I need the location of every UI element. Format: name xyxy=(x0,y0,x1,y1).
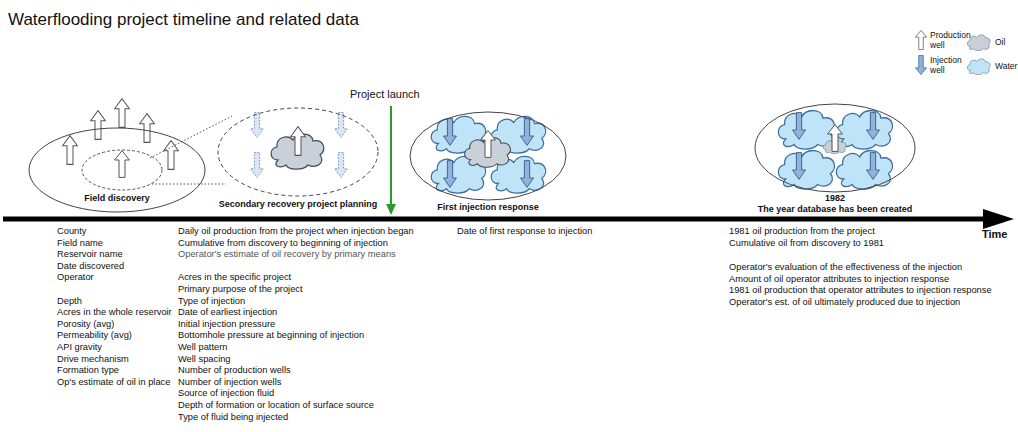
stage-caption: The year database has been created xyxy=(741,204,929,215)
legend-swatch xyxy=(966,57,992,75)
data-field-label: Number of production wells xyxy=(178,365,291,376)
data-field-label: Acres in the whole reservoir xyxy=(57,307,172,318)
database-year-wells xyxy=(778,111,892,190)
data-field-label: Op's estimate of oil in place xyxy=(57,377,170,388)
axis-label: Time xyxy=(982,228,1007,241)
legend-text: Injection well xyxy=(930,55,964,75)
ellipse-outline xyxy=(745,100,925,194)
diagram-title: Waterflooding project timeline and relat… xyxy=(8,10,359,30)
ellipse-shape xyxy=(410,112,566,200)
legend-production-well-sample xyxy=(915,30,926,49)
stage-caption: First injection response xyxy=(396,202,580,213)
data-field-label: Formation type xyxy=(57,365,119,376)
legend-cloud xyxy=(967,35,990,51)
stage-ellipse: First injection response xyxy=(396,110,580,216)
data-field-label: Primary purpose of the project xyxy=(178,284,303,295)
data-field-label: 1981 oil production from the project xyxy=(729,226,875,237)
data-field-label: Reservoir name xyxy=(57,249,123,260)
data-field-label: County xyxy=(57,226,86,237)
data-field-label: Depth xyxy=(57,296,82,307)
ellipse-outline xyxy=(400,110,576,202)
milestone-label: Project launch xyxy=(350,88,420,101)
data-field-label: Type of fluid being injected xyxy=(178,412,288,423)
data-field-label: Bottomhole pressure at beginning of inje… xyxy=(178,330,364,341)
data-field-label: Operator xyxy=(57,272,94,283)
launch-arrow xyxy=(386,106,396,215)
data-field-label: Amount of oil operator attributes to inj… xyxy=(729,274,949,285)
data-field-label: Date of first response to injection xyxy=(457,226,592,237)
data-field-label: Date discovered xyxy=(57,261,124,272)
legend-injection-well-sample xyxy=(915,55,926,74)
data-field-label: Type of injection xyxy=(178,296,245,307)
data-field-label: Source of injection fluid xyxy=(178,388,274,399)
planning-wells xyxy=(251,113,348,178)
field-discovery-wells xyxy=(63,99,232,190)
data-field-label: Operator's evaluation of the effectivene… xyxy=(729,262,962,273)
data-field-label: Field name xyxy=(57,238,103,249)
stage-caption: Field discovery xyxy=(13,193,221,204)
data-field-label: Operator's est. of oil ultimately produc… xyxy=(729,297,960,308)
data-field-label: Drive mechanism xyxy=(57,354,129,365)
data-field-label: Date of earliest injection xyxy=(178,307,277,318)
data-field-label: Initial injection pressure xyxy=(178,319,275,330)
data-field-label: Depth of formation or location of surfac… xyxy=(178,400,374,411)
legend-text: Oil xyxy=(995,37,1018,47)
data-field-label: Daily oil production from the project wh… xyxy=(178,226,414,237)
data-field-label: Well spacing xyxy=(178,354,231,365)
ellipse-outline xyxy=(198,104,398,198)
legend-text: Water xyxy=(995,61,1018,71)
data-field-label: Permeability (avg) xyxy=(57,330,132,341)
ellipse-shape xyxy=(755,104,915,192)
data-field-label: Acres in the specific project xyxy=(178,272,291,283)
legend-swatch xyxy=(966,33,992,51)
data-field-label: 1981 oil production that operator attrib… xyxy=(729,285,992,296)
data-field-label: Well pattern xyxy=(178,342,227,353)
ellipse-shape xyxy=(218,108,378,196)
data-field-label: Porosity (avg) xyxy=(57,319,114,330)
stage-ellipse: 1982The year database has been created xyxy=(741,100,929,216)
legend-cloud xyxy=(967,59,990,75)
stage-ellipse: Secondary recovery project planning xyxy=(194,104,402,212)
data-field-label: Cumulative oil from discovery to 1981 xyxy=(729,238,884,249)
stage-caption: Secondary recovery project planning xyxy=(194,199,402,210)
stage-ellipse: Field discovery xyxy=(13,126,221,216)
first-response-wells xyxy=(431,116,545,193)
data-field-label: API gravity xyxy=(57,342,102,353)
data-field-label: Operator's estimate of oil recovery by p… xyxy=(178,249,396,260)
stage-caption: 1982 xyxy=(741,193,929,204)
legend-text: Production well xyxy=(930,30,964,50)
data-field-label: Cumulative from discovery to beginning o… xyxy=(178,238,388,249)
data-field-label: Number of injection wells xyxy=(178,377,281,388)
